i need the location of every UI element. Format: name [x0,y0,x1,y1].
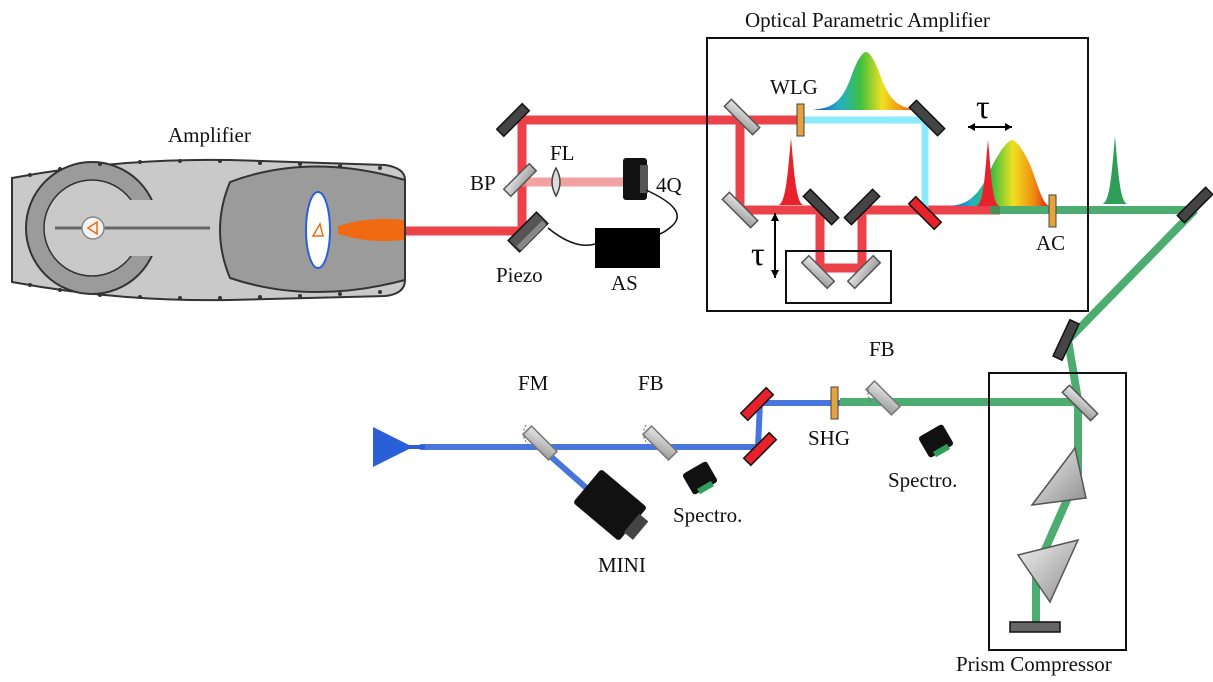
opa-box [706,37,1089,312]
mirror-icon [907,195,943,231]
opa-label: Optical Parametric Amplifier [745,8,990,32]
fl-label: FL [550,141,575,165]
bp-label: BP [470,171,496,195]
mirror-icon [846,254,882,290]
opa-input-splitter [723,98,761,136]
spectro-right [918,424,954,458]
amplitude-logo [305,191,331,269]
wlg-label: WLG [770,75,818,99]
green-pulse-icon [1102,136,1128,204]
piezo-mirror [507,211,549,253]
dichroic-combiner [907,195,943,231]
mirror-icon [507,211,549,253]
spectro-left [682,461,718,495]
as-box [595,228,660,268]
opa-top-right-mirror [908,99,946,137]
amplifier-label: Amplifier [168,123,251,147]
mirror-icon [721,191,759,229]
green-mirror-mid [1052,318,1080,362]
fm-label: FM [518,371,549,395]
blue-dichroic-bottom [742,431,778,467]
flip-mirror-icon [641,424,679,462]
mirror-icon [742,431,778,467]
mirror-icon [502,162,538,198]
shg-crystal [830,386,839,420]
mirror-icon [1052,318,1080,362]
mirror-icon [908,99,946,137]
steering-mirror-top [495,102,531,138]
tau-top-label: τ [976,89,990,126]
delay-mirror-b [843,188,881,226]
quadrant-detector [623,158,648,200]
green-mirror-top [1176,186,1213,224]
mini-camera [574,470,649,540]
mini-label: MINI [598,553,646,577]
blue-dichroic-top [739,386,775,422]
delay-mirror-a [802,188,840,226]
tau-left-label: τ [751,236,765,273]
compressor-pickoff [1061,384,1099,422]
delay-stage-box [785,250,892,304]
prism-compressor-label: Prism Compressor [956,652,1112,676]
delay-stage-mirror-a [800,254,836,290]
green-beam [840,206,1198,625]
end-mirror [1009,621,1061,633]
amplifier-unit [11,158,406,302]
fb-left-flip-mirror [641,424,679,462]
pulse-icon [778,138,804,205]
piezo-label: Piezo [496,263,543,287]
mirror-icon [1061,384,1099,422]
mirror-icon [843,188,881,226]
ac-label: AC [1036,231,1065,255]
flip-mirror-icon [521,424,559,462]
prism-compressor-box [988,372,1127,651]
prism-icon [1030,446,1087,506]
mirror-icon [495,102,531,138]
amplifier-output-cone [338,218,404,242]
as-label: AS [611,271,638,295]
delay-stage-mirror-b [846,254,882,290]
opa-left-mirror [721,191,759,229]
amplitude-logo-left [81,216,105,240]
mixed-spectrum-icon [945,140,1050,206]
blue-beam [420,400,840,503]
fb-right-label: FB [869,337,895,361]
mirror-icon [800,254,836,290]
fb-left-label: FB [638,371,664,395]
spectro-left-label: Spectro. [673,503,742,527]
shg-label: SHG [808,426,850,450]
mirror-icon [802,188,840,226]
ac-crystal [1048,194,1057,228]
mirror-icon [1176,186,1213,224]
camera-icon [574,470,646,540]
focusing-lens [551,166,561,198]
prism-icon-2 [1016,538,1080,604]
piezo-cable [547,227,596,246]
beam-pickoff [502,162,538,198]
beam-paths [373,115,1198,625]
four-q-label: 4Q [656,173,682,197]
wlg-beam [803,116,929,210]
mirror-icon [739,386,775,422]
spectro-right-label: Spectro. [888,468,957,492]
fm-flip-mirror [521,424,559,462]
crystal-icon [796,103,805,137]
mirror-icon [723,98,761,136]
spectrum-icon [812,52,920,110]
